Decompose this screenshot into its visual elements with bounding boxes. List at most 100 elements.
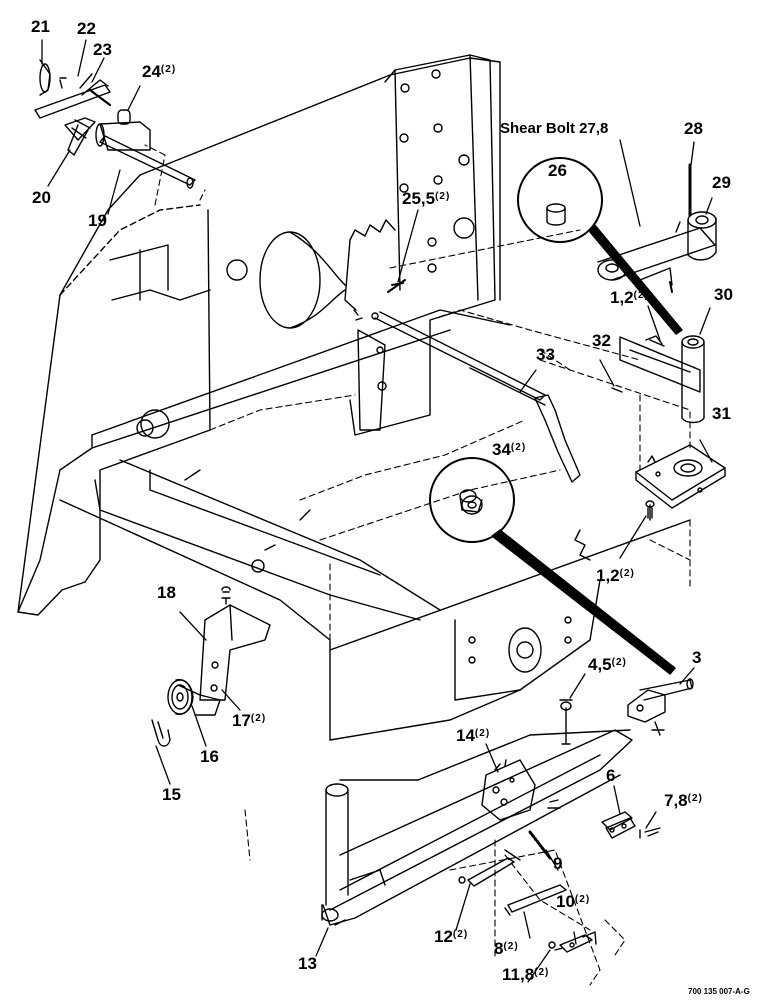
- callout-1-2-lower: 1,2(2): [596, 567, 635, 584]
- callout-31: 31: [712, 405, 731, 422]
- callout-32: 32: [592, 332, 611, 349]
- callout-24-num: 24: [142, 62, 161, 81]
- callout-32-num: 32: [592, 331, 611, 350]
- callout-10: 10(2): [556, 893, 590, 910]
- callout-28-num: 28: [684, 119, 703, 138]
- part-8: [505, 885, 566, 915]
- callout-31-num: 31: [712, 404, 731, 423]
- callout-3: 3: [692, 649, 701, 666]
- callout-7-8: 7,8(2): [664, 792, 703, 809]
- part-10: [560, 932, 596, 952]
- callout-16-num: 16: [200, 747, 219, 766]
- callout-26: 26: [548, 162, 567, 179]
- callout-20: 20: [32, 189, 51, 206]
- callout-21-num: 21: [31, 17, 50, 36]
- callout-11-8: 11,8(2): [502, 966, 549, 983]
- callout-9: 9: [553, 855, 562, 872]
- callout-12: 12(2): [434, 928, 468, 945]
- callout-7-8-qty: (2): [687, 793, 703, 804]
- callout-shear-bolt: Shear Bolt 27,8: [500, 121, 608, 136]
- detail-circle-34: [430, 458, 675, 674]
- callout-14-qty: (2): [474, 728, 491, 739]
- callout-13: 13: [298, 955, 317, 972]
- callout-11-8-qty: (2): [534, 967, 550, 978]
- callout-9-num: 9: [553, 854, 563, 873]
- callout-23: 23: [93, 41, 112, 58]
- callout-17-qty: (2): [250, 713, 267, 724]
- callout-10-num: 10: [556, 892, 575, 911]
- callout-25-qty: (2): [435, 191, 451, 202]
- hidden-lines: [145, 145, 690, 985]
- callout-1-2-lower-num: 1,2: [596, 566, 620, 585]
- callout-26-num: 26: [548, 161, 567, 180]
- part-6: [602, 812, 635, 838]
- callout-15: 15: [162, 786, 181, 803]
- callout-4-5-num: 4,5: [588, 655, 612, 674]
- callout-18: 18: [157, 584, 176, 601]
- callout-17-num: 17: [232, 711, 251, 730]
- callout-17: 17(2): [232, 712, 266, 729]
- spring-9: [530, 832, 550, 858]
- callout-16: 16: [200, 748, 219, 765]
- bolt-25: [354, 280, 405, 320]
- callout-1-2-upper-num: 1,2: [610, 288, 634, 307]
- callout-24: 24(2): [142, 63, 176, 80]
- callout-22-num: 22: [77, 19, 96, 38]
- lower-right-panel: [330, 520, 690, 740]
- detail-circle-26: [518, 158, 682, 334]
- callout-19: 19: [88, 212, 107, 229]
- callout-8-num: 8: [494, 939, 504, 958]
- callout-22: 22: [77, 20, 96, 37]
- flare-disc: [227, 232, 345, 328]
- callout-6: 6: [606, 767, 615, 784]
- callout-30-num: 30: [714, 285, 733, 304]
- side-panel: [18, 58, 500, 615]
- callout-34: 34(2): [492, 441, 526, 458]
- callout-34-qty: (2): [510, 442, 527, 453]
- callout-4-5: 4,5(2): [588, 656, 627, 673]
- callout-3-num: 3: [692, 648, 702, 667]
- bracket-14: [482, 760, 560, 820]
- callout-28: 28: [684, 120, 703, 137]
- callout-29-num: 29: [712, 173, 731, 192]
- callout-34-num: 34: [492, 440, 511, 459]
- callout-21: 21: [31, 18, 50, 35]
- rod-assembly: [35, 60, 195, 188]
- pin-3: [628, 679, 693, 735]
- callout-24-qty: (2): [160, 64, 177, 75]
- callout-shear-bolt-text: Shear Bolt 27,8: [500, 120, 609, 137]
- callout-33: 33: [536, 346, 555, 363]
- callout-19-num: 19: [88, 211, 107, 230]
- callout-33-num: 33: [536, 345, 555, 364]
- plate-31: [636, 445, 725, 520]
- column-30: [612, 336, 704, 423]
- callout-1-2-upper-qty: (2): [633, 290, 649, 301]
- drawing-code: 700 135 007-A-G: [688, 987, 750, 996]
- callout-10-qty: (2): [574, 894, 591, 905]
- callout-30: 30: [714, 286, 733, 303]
- part-7: [640, 828, 660, 838]
- callout-6-num: 6: [606, 766, 616, 785]
- lower-rail: [18, 310, 510, 740]
- lever-33: [372, 312, 580, 482]
- callout-25-num: 25,5: [402, 189, 436, 208]
- part-11: [549, 942, 563, 950]
- callout-12-qty: (2): [452, 929, 469, 940]
- callout-29: 29: [712, 174, 731, 191]
- callout-1-2-upper: 1,2(2): [610, 289, 649, 306]
- roller-16: [152, 680, 193, 746]
- leader-lines: [42, 40, 712, 982]
- callout-4-5-qty: (2): [611, 657, 627, 668]
- callout-15-num: 15: [162, 785, 181, 804]
- callout-14: 14(2): [456, 727, 490, 744]
- callout-8-qty: (2): [503, 941, 519, 952]
- callout-23-num: 23: [93, 40, 112, 59]
- callout-11-8-num: 11,8: [502, 965, 535, 984]
- callout-8: 8(2): [494, 940, 519, 957]
- hub-29: [598, 165, 716, 292]
- callout-12-num: 12: [434, 927, 453, 946]
- callout-13-num: 13: [298, 954, 317, 973]
- callout-7-8-num: 7,8: [664, 791, 688, 810]
- part-12: [459, 850, 520, 886]
